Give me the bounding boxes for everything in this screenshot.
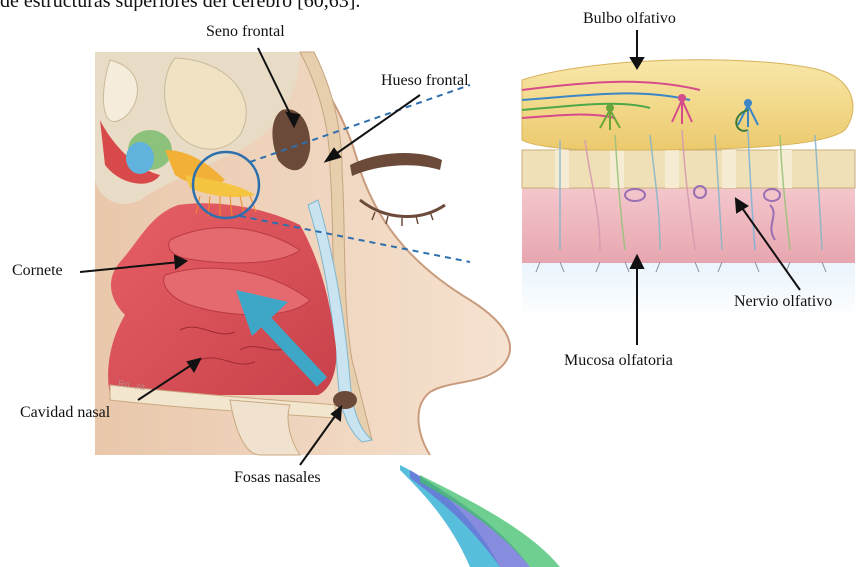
decorative-swirl	[400, 465, 560, 567]
label-hueso-frontal: Hueso frontal	[381, 72, 469, 90]
olfactory-detail	[522, 60, 855, 320]
label-nervio-olfativo: Nervio olfativo	[734, 293, 832, 311]
label-seno-frontal: Seno frontal	[206, 23, 285, 41]
label-mucosa-olfatoria: Mucosa olfatoria	[564, 352, 673, 370]
head-section	[95, 52, 520, 455]
label-fosas-nasales: Fosas nasales	[234, 469, 321, 487]
label-bulbo-olfativo: Bulbo olfativo	[583, 10, 676, 28]
cribriform-plate	[522, 150, 855, 188]
nostril	[333, 391, 357, 409]
label-cavidad-nasal: Cavidad nasal	[20, 404, 110, 422]
label-cornete: Cornete	[12, 262, 63, 280]
